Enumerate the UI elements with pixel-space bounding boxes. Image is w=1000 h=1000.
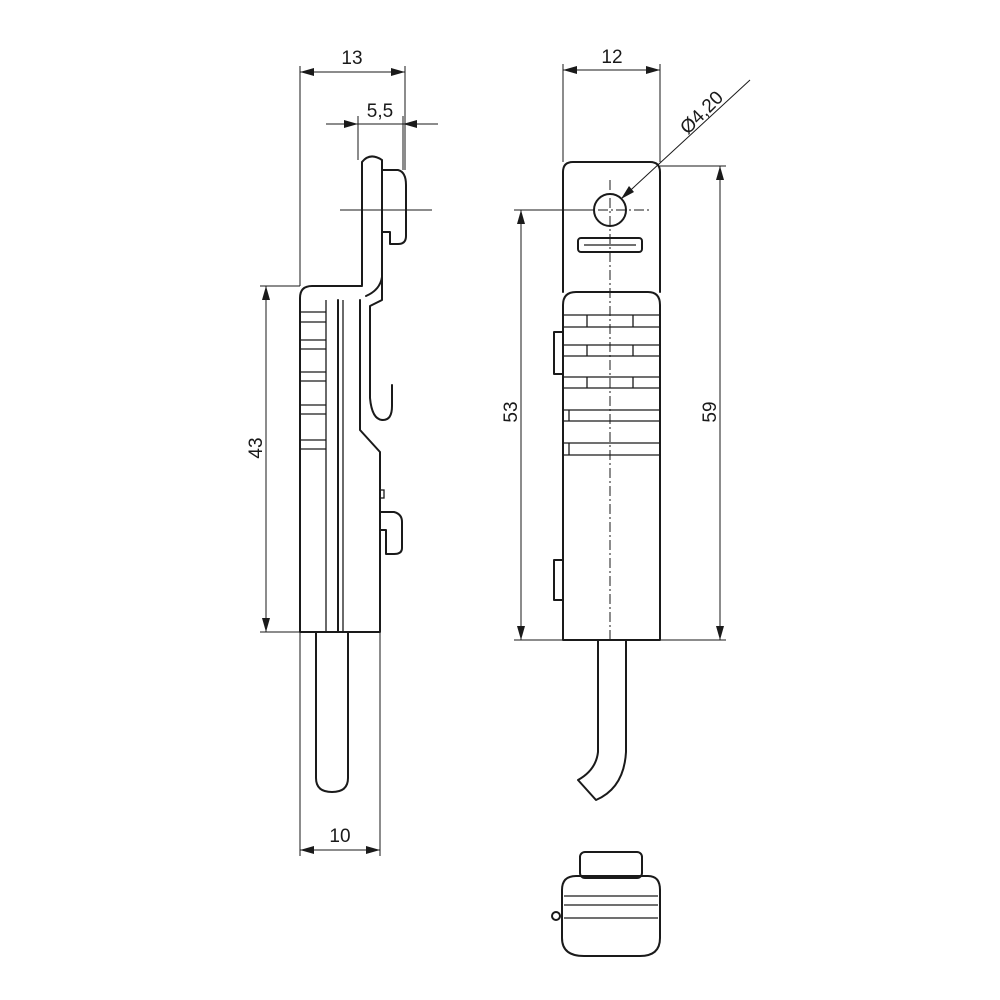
side-hook-inner: [369, 276, 393, 421]
front-view: 12 Ø4,20 53 59: [501, 47, 751, 801]
side-lower-nub: [379, 489, 385, 499]
side-top-button: [381, 169, 407, 245]
front-lower-side-tab: [553, 559, 564, 601]
front-upper-side-tab: [553, 331, 564, 375]
dim-5-5-label: 5,5: [367, 101, 393, 122]
front-ribs: [563, 314, 660, 456]
bottom-body: [561, 875, 661, 957]
dim-43-label: 43: [246, 437, 267, 458]
side-view: 13 5,5 43 10: [246, 48, 438, 856]
side-ribs: [300, 311, 326, 450]
dim-diameter-label: Ø4,20: [676, 87, 727, 138]
bottom-nub: [551, 911, 561, 921]
side-lower-tab: [379, 511, 403, 555]
bottom-view: [551, 851, 661, 957]
dim-12-label: 12: [601, 47, 622, 68]
dim-53-label: 53: [501, 401, 522, 422]
dim-13-label: 13: [341, 48, 362, 69]
front-bent-pin: [577, 639, 627, 801]
front-body-outline: [562, 291, 661, 641]
front-top-plate: [562, 161, 661, 293]
dim-10-label: 10: [329, 826, 350, 847]
side-hook-outline: [361, 155, 383, 297]
bottom-top-cap: [579, 851, 643, 879]
side-pin: [315, 631, 349, 793]
side-body-outline: [299, 285, 381, 633]
dim-59-label: 59: [700, 401, 721, 422]
